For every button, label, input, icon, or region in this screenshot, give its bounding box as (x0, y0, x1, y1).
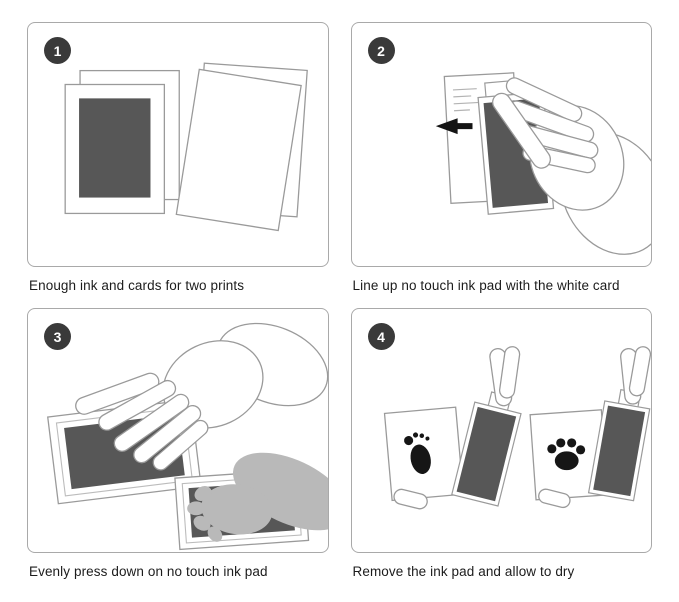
step-1: 1 Enough ink and cards for two prints (27, 22, 329, 294)
step-3: 3 (27, 308, 329, 580)
step-number-badge: 2 (367, 37, 395, 64)
step-1-caption: Enough ink and cards for two prints (29, 278, 245, 293)
step-4-illustration (383, 346, 651, 510)
step-2: 2 (350, 22, 652, 294)
step-2-illustration (435, 72, 651, 255)
pressing-hand (75, 322, 328, 471)
pad-ink (592, 405, 645, 497)
step-number-badge: 1 (44, 37, 71, 64)
step-number: 3 (53, 328, 62, 345)
peeled-ink-pad-right (587, 389, 650, 502)
arrow-left-icon (435, 118, 472, 135)
step-4: 4 (350, 308, 652, 580)
peeled-ink-pad-left (450, 391, 522, 507)
step-number: 4 (377, 328, 385, 345)
paw (187, 452, 328, 542)
step-4-panel: 4 (350, 308, 652, 553)
step-number: 2 (377, 42, 385, 59)
ink-pad (476, 80, 554, 215)
step-number-badge: 4 (367, 323, 395, 350)
step-1-panel: 1 (27, 22, 329, 267)
step-3-panel: 3 (27, 308, 329, 553)
step-2-caption: Line up no touch ink pad with the white … (352, 278, 620, 293)
pad-ink (483, 98, 548, 208)
footprint-icon (403, 432, 431, 474)
step-4-caption: Remove the ink pad and allow to dry (352, 564, 575, 579)
ink-pad (79, 98, 151, 198)
step-2-panel: 2 (350, 22, 652, 267)
fingers-left (392, 346, 520, 510)
step-number: 1 (53, 42, 62, 59)
pawprint-icon (546, 438, 585, 471)
paper-sheets (175, 62, 308, 232)
fingers-right (537, 346, 651, 509)
holding-hand (491, 77, 651, 255)
step-3-caption: Evenly press down on no touch ink pad (29, 564, 268, 579)
pad-ink (456, 406, 516, 502)
step-number-badge: 3 (44, 323, 71, 350)
card-text-lines (452, 88, 479, 112)
step-3-illustration (47, 322, 328, 551)
step-1-illustration (64, 62, 308, 232)
